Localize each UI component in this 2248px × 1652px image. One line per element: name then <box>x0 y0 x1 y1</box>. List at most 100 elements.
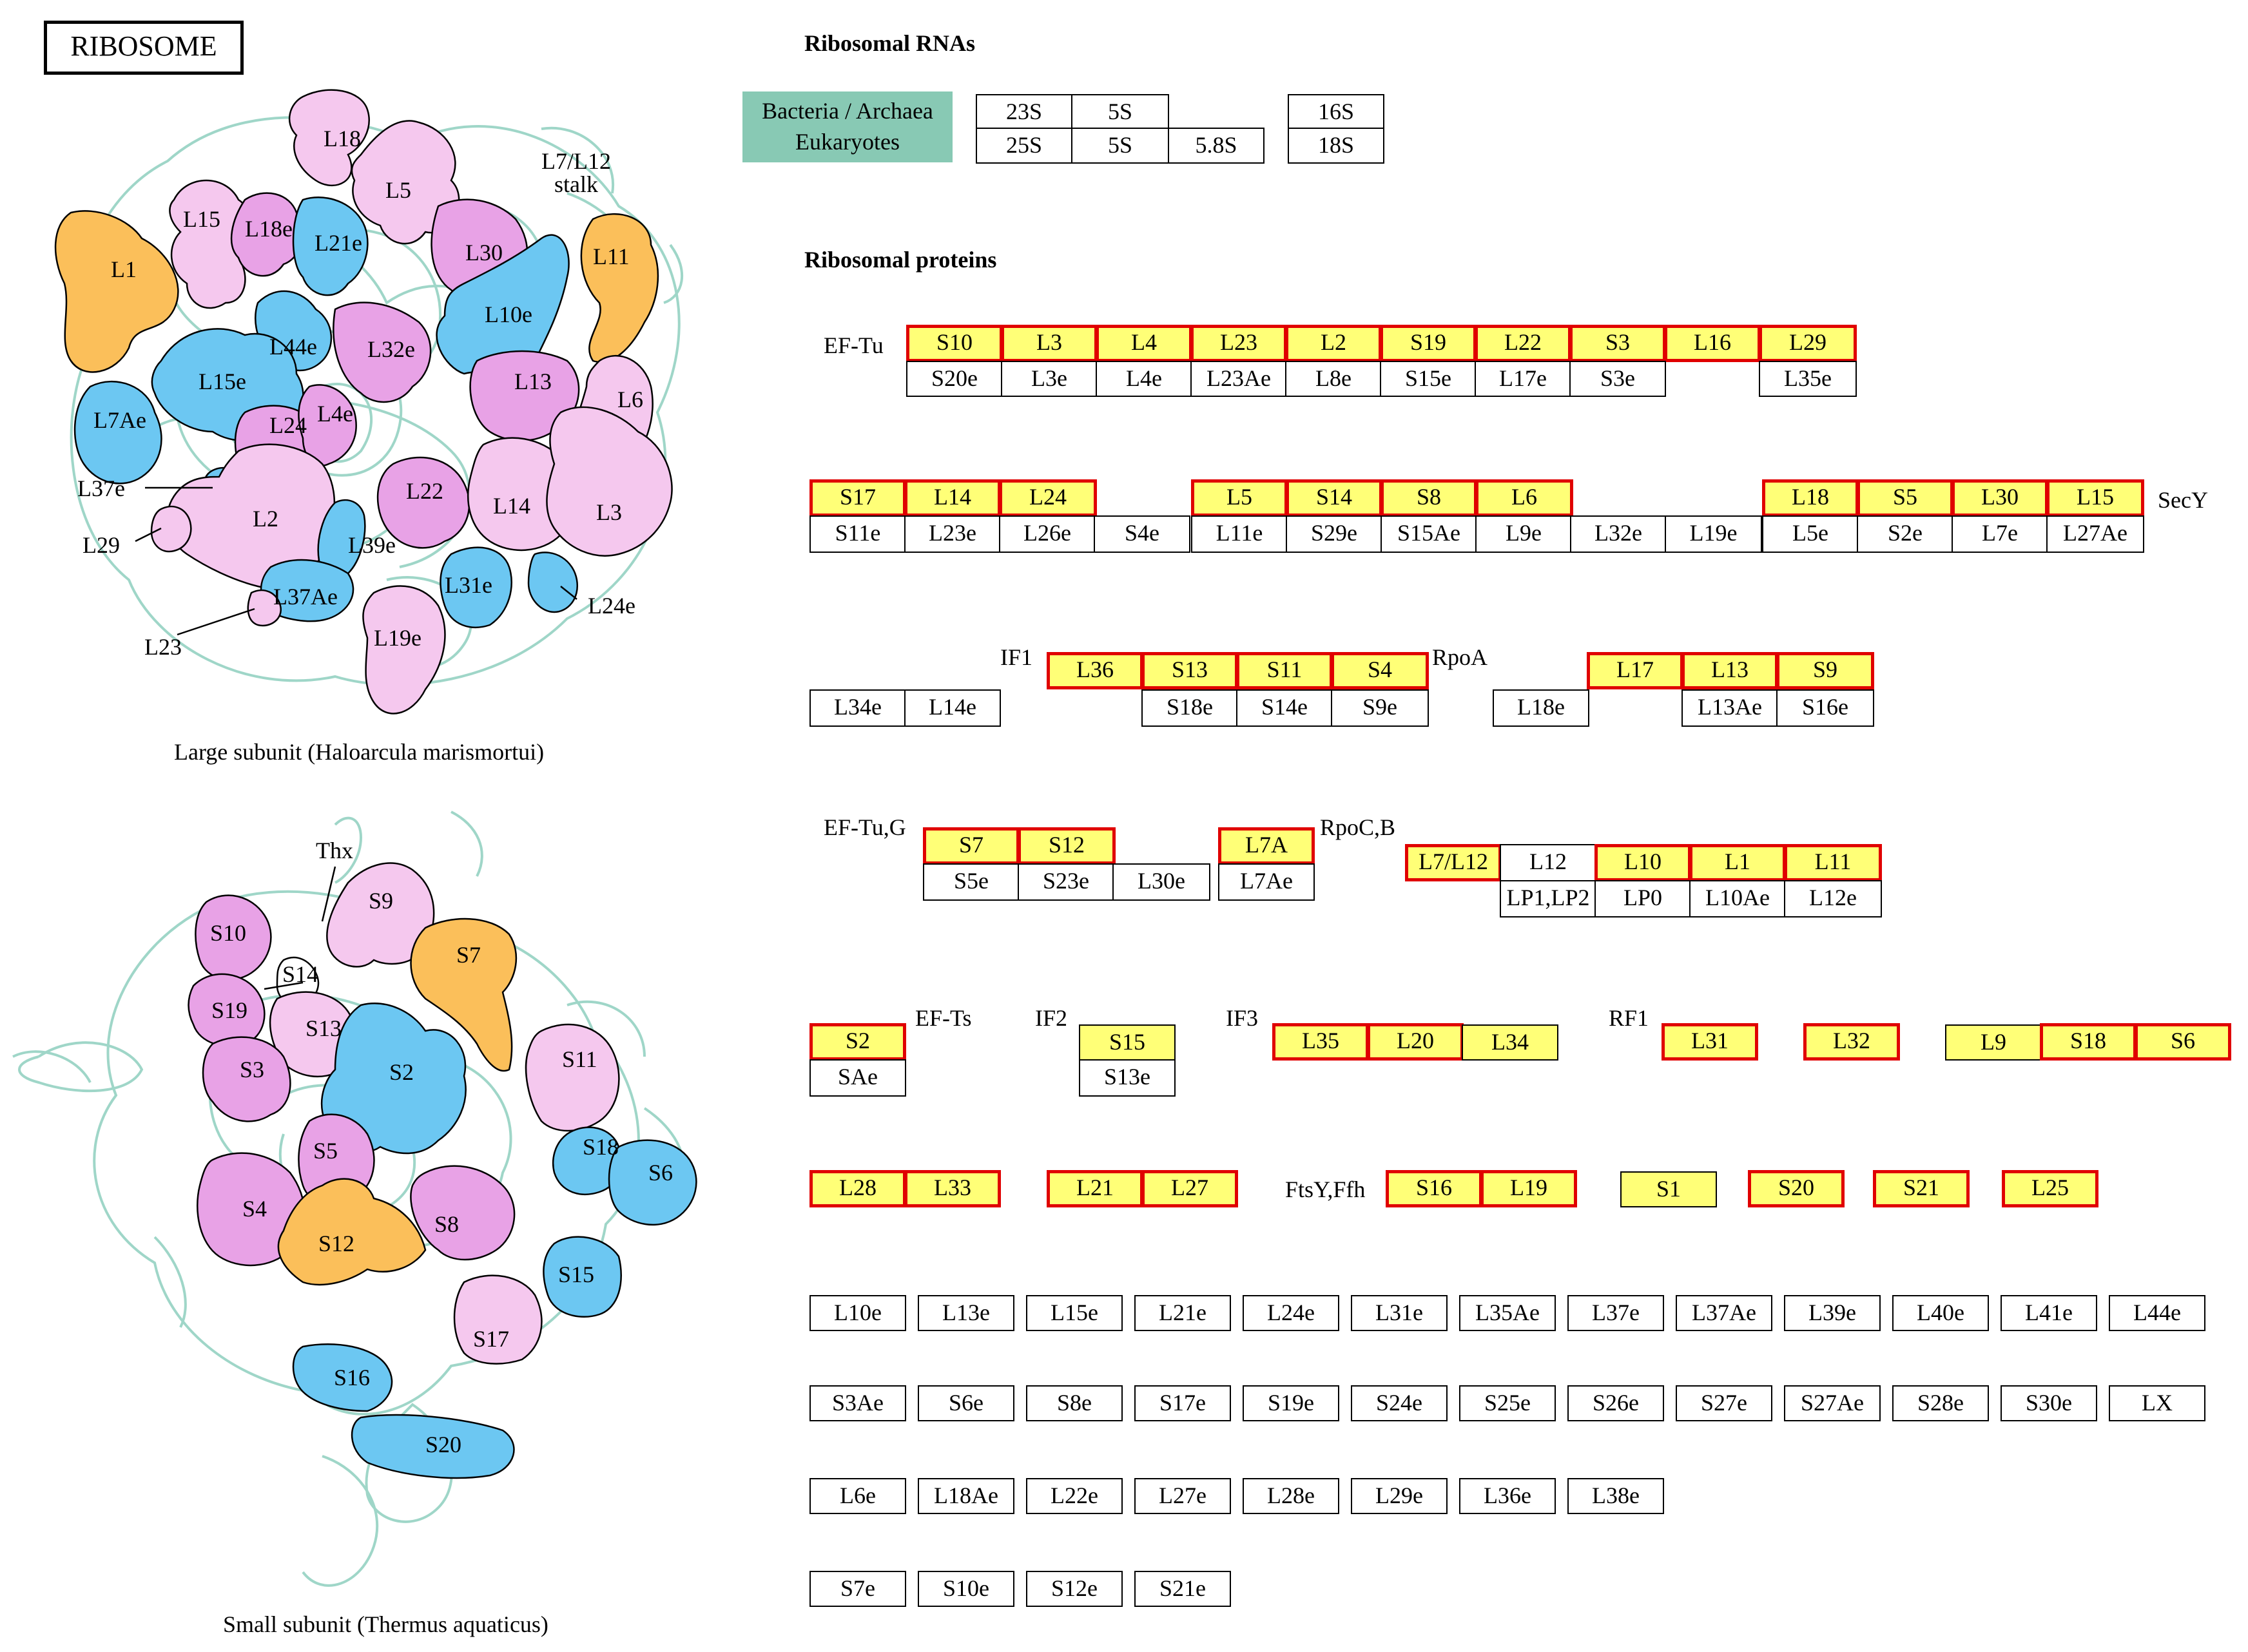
protein-l18ae[interactable]: L18Ae <box>918 1478 1014 1514</box>
protein-s3e[interactable]: S3e <box>1569 361 1666 397</box>
protein-l22e[interactable]: L22e <box>1026 1478 1123 1514</box>
protein-s18[interactable]: S18 <box>2040 1023 2137 1061</box>
protein-s8e[interactable]: S8e <box>1026 1385 1123 1421</box>
protein-l27[interactable]: L27 <box>1141 1170 1238 1207</box>
protein-l9[interactable]: L9 <box>1945 1024 2042 1061</box>
rna-23s[interactable]: 23S <box>976 94 1072 129</box>
protein-s23e[interactable]: S23e <box>1018 863 1114 901</box>
protein-s5[interactable]: S5 <box>1857 479 1953 517</box>
protein-s7[interactable]: S7 <box>923 827 1020 865</box>
protein-l18e[interactable]: L18e <box>1493 689 1589 727</box>
protein-l15[interactable]: L15 <box>2046 479 2144 517</box>
rna-18s[interactable]: 18S <box>1288 128 1384 164</box>
protein-l30e[interactable]: L30e <box>1112 863 1210 901</box>
protein-s19[interactable]: S19 <box>1380 325 1477 362</box>
protein-l13ae[interactable]: L13Ae <box>1681 689 1778 727</box>
protein-l22[interactable]: L22 <box>1475 325 1571 362</box>
protein-l39e[interactable]: L39e <box>1784 1295 1881 1331</box>
protein-l40e[interactable]: L40e <box>1892 1295 1989 1331</box>
protein-l24e[interactable]: L24e <box>1243 1295 1339 1331</box>
protein-l14[interactable]: L14 <box>904 479 1001 517</box>
protein-s26e[interactable]: S26e <box>1567 1385 1664 1421</box>
protein-l13[interactable]: L13 <box>1681 652 1778 689</box>
protein-sae[interactable]: SAe <box>809 1059 906 1097</box>
protein-s15ae[interactable]: S15Ae <box>1381 515 1477 553</box>
protein-l4e[interactable]: L4e <box>1096 361 1192 397</box>
protein-s30e[interactable]: S30e <box>2001 1385 2097 1421</box>
protein-l21[interactable]: L21 <box>1047 1170 1143 1207</box>
protein-s27ae[interactable]: S27Ae <box>1784 1385 1881 1421</box>
protein-l33[interactable]: L33 <box>904 1170 1001 1207</box>
protein-s17e[interactable]: S17e <box>1134 1385 1231 1421</box>
protein-l19e[interactable]: L19e <box>1665 515 1762 553</box>
protein-s5e[interactable]: S5e <box>923 863 1020 901</box>
rna-5-8s[interactable]: 5.8S <box>1168 128 1264 164</box>
protein-s15[interactable]: S15 <box>1079 1024 1176 1061</box>
rna-5s-eukaryote[interactable]: 5S <box>1071 128 1169 164</box>
protein-l25[interactable]: L25 <box>2002 1170 2098 1207</box>
protein-l11e[interactable]: L11e <box>1191 515 1288 553</box>
protein-l27ae[interactable]: L27Ae <box>2046 515 2144 553</box>
protein-l35e[interactable]: L35e <box>1759 361 1857 397</box>
protein-l31e[interactable]: L31e <box>1351 1295 1448 1331</box>
protein-s10e[interactable]: S10e <box>918 1571 1014 1607</box>
protein-l26e[interactable]: L26e <box>999 515 1096 553</box>
protein-l12e[interactable]: L12e <box>1784 880 1882 917</box>
protein-s16e[interactable]: S16e <box>1776 689 1874 727</box>
protein-s6[interactable]: S6 <box>2135 1023 2231 1061</box>
protein-l3[interactable]: L3 <box>1001 325 1098 362</box>
protein-s12e[interactable]: S12e <box>1026 1571 1123 1607</box>
rna-5s-bacteria[interactable]: 5S <box>1071 94 1169 129</box>
protein-s9[interactable]: S9 <box>1776 652 1874 689</box>
protein-l12[interactable]: L12 <box>1500 844 1596 881</box>
protein-l30[interactable]: L30 <box>1952 479 2048 517</box>
protein-s3[interactable]: S3 <box>1569 325 1666 362</box>
protein-l37ae[interactable]: L37Ae <box>1676 1295 1772 1331</box>
protein-s14e[interactable]: S14e <box>1236 689 1333 727</box>
protein-l3e[interactable]: L3e <box>1001 361 1098 397</box>
protein-s12[interactable]: S12 <box>1018 827 1116 865</box>
protein-l23e[interactable]: L23e <box>904 515 1001 553</box>
protein-s24e[interactable]: S24e <box>1351 1385 1448 1421</box>
protein-s2[interactable]: S2 <box>809 1023 906 1061</box>
protein-s17[interactable]: S17 <box>809 479 906 517</box>
protein-l27e[interactable]: L27e <box>1134 1478 1231 1514</box>
protein-l23[interactable]: L23 <box>1190 325 1287 362</box>
protein-l23ae[interactable]: L23Ae <box>1190 361 1287 397</box>
protein-l6e[interactable]: L6e <box>809 1478 906 1514</box>
protein-s4e[interactable]: S4e <box>1094 515 1190 553</box>
protein-l8e[interactable]: L8e <box>1285 361 1382 397</box>
protein-lx[interactable]: LX <box>2109 1385 2205 1421</box>
protein-l41e[interactable]: L41e <box>2001 1295 2097 1331</box>
protein-s28e[interactable]: S28e <box>1892 1385 1989 1421</box>
protein-l10ae[interactable]: L10Ae <box>1689 880 1786 917</box>
protein-s19e[interactable]: S19e <box>1243 1385 1339 1421</box>
protein-l14e[interactable]: L14e <box>904 689 1001 727</box>
protein-l34e[interactable]: L34e <box>809 689 906 727</box>
protein-l21e[interactable]: L21e <box>1134 1295 1231 1331</box>
protein-l10e[interactable]: L10e <box>809 1295 906 1331</box>
protein-l6[interactable]: L6 <box>1475 479 1573 517</box>
protein-l7a[interactable]: L7A <box>1218 827 1315 865</box>
protein-l7-l12[interactable]: L7/L12 <box>1405 844 1502 881</box>
protein-s20[interactable]: S20 <box>1748 1170 1845 1207</box>
protein-l31[interactable]: L31 <box>1662 1023 1758 1061</box>
protein-l13e[interactable]: L13e <box>918 1295 1014 1331</box>
protein-s21e[interactable]: S21e <box>1134 1571 1231 1607</box>
protein-l17[interactable]: L17 <box>1587 652 1683 689</box>
protein-s11[interactable]: S11 <box>1236 652 1333 689</box>
protein-s18e[interactable]: S18e <box>1141 689 1238 727</box>
protein-s14[interactable]: S14 <box>1286 479 1382 517</box>
protein-l17e[interactable]: L17e <box>1475 361 1571 397</box>
protein-l36[interactable]: L36 <box>1047 652 1143 689</box>
protein-s21[interactable]: S21 <box>1873 1170 1970 1207</box>
protein-s11e[interactable]: S11e <box>809 515 906 553</box>
protein-s2e[interactable]: S2e <box>1857 515 1953 553</box>
protein-s25e[interactable]: S25e <box>1459 1385 1556 1421</box>
protein-l44e[interactable]: L44e <box>2109 1295 2205 1331</box>
protein-l2[interactable]: L2 <box>1285 325 1382 362</box>
protein-l28e[interactable]: L28e <box>1243 1478 1339 1514</box>
protein-s10[interactable]: S10 <box>906 325 1003 362</box>
protein-s8[interactable]: S8 <box>1381 479 1477 517</box>
protein-l32[interactable]: L32 <box>1803 1023 1900 1061</box>
